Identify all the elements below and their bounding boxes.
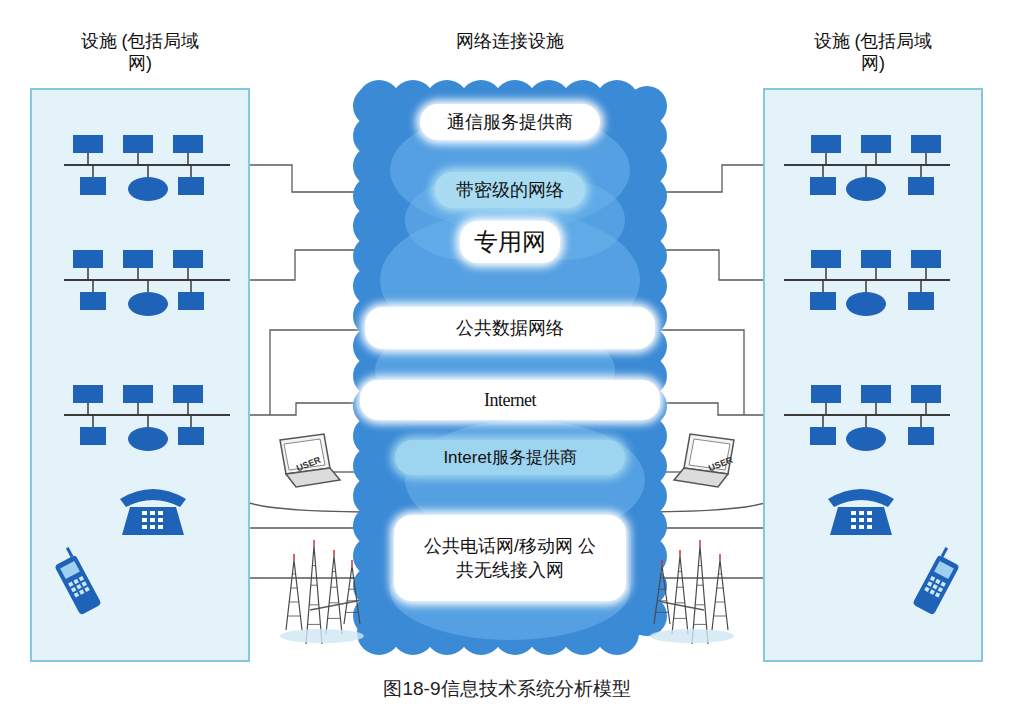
laptop xyxy=(674,434,734,487)
network-band: 公共数据网络 xyxy=(365,307,655,349)
facility-icons xyxy=(650,135,964,644)
wire xyxy=(310,600,362,610)
lan-icon xyxy=(64,135,230,201)
network-band: 带密级的网络 xyxy=(435,172,585,208)
desk-phone xyxy=(120,489,186,535)
laptop xyxy=(280,434,340,487)
band-label: 公共数据网络 xyxy=(456,316,564,340)
lan-icon xyxy=(784,385,950,451)
band-label: Interet服务提供商 xyxy=(443,446,576,469)
panel-ground xyxy=(763,88,983,662)
band-label: 带密级的网络 xyxy=(456,178,564,202)
lan-icon xyxy=(64,385,230,451)
facility-panel: 设施 (包括局域网) xyxy=(30,30,250,662)
network-band: 专用网 xyxy=(460,221,560,263)
laptop-screen-label: USER xyxy=(295,455,322,474)
band-label: Internet xyxy=(484,388,536,412)
radio-towers xyxy=(650,540,734,644)
cloud-shape xyxy=(353,80,667,655)
network-cloud: 网络连接设施通信服务提供商带密级的网络专用网公共数据网络 InternetInte… xyxy=(345,30,675,655)
wire xyxy=(270,330,362,415)
lan-icon xyxy=(64,250,230,316)
mobile-phone xyxy=(50,546,102,616)
lan-icon xyxy=(784,250,950,316)
mobile-phone xyxy=(912,546,964,616)
network-band: Interet服务提供商 xyxy=(395,440,625,475)
band-label: 专用网 xyxy=(474,227,546,257)
radio-towers xyxy=(280,540,364,644)
desk-phone xyxy=(828,489,894,535)
panel-heading: 设施 (包括局域网) xyxy=(75,30,205,74)
band-label: 公共电话网/移动网 公共无线接入网 xyxy=(420,534,600,582)
panel-ground xyxy=(30,88,250,662)
panel-heading: 设施 (包括局域网) xyxy=(808,30,938,74)
laptop-screen-label: USER xyxy=(707,455,734,474)
cloud-heading: 网络连接设施 xyxy=(345,30,675,52)
network-band: Internet xyxy=(360,380,660,420)
figure-caption: 图18-9信息技术系统分析模型 xyxy=(0,676,1014,702)
facility-panel: 设施 (包括局域网) xyxy=(763,30,983,662)
band-label: 通信服务提供商 xyxy=(447,110,573,134)
lan-icon xyxy=(784,135,950,201)
facility-icons xyxy=(50,135,364,644)
network-band: 公共电话网/移动网 公共无线接入网 xyxy=(394,515,626,601)
network-band: 通信服务提供商 xyxy=(420,104,600,140)
